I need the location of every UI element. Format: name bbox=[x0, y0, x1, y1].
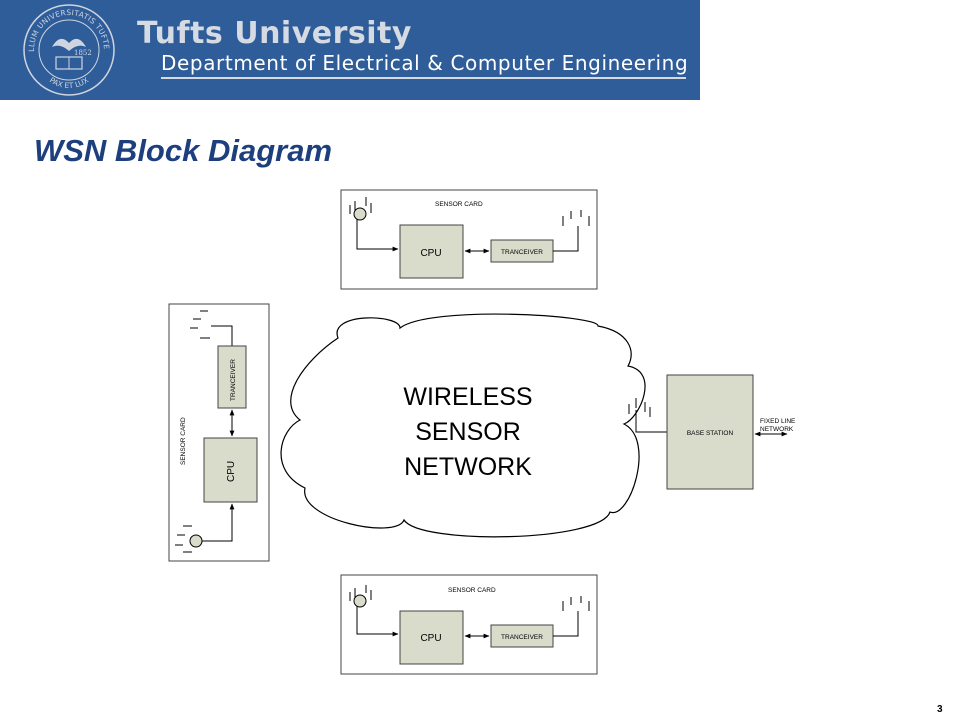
university-name: Tufts University bbox=[137, 16, 412, 51]
base-station: BASE STATION FIXED LINE NETWORK bbox=[628, 374, 796, 490]
cpu-block-left bbox=[203, 437, 258, 503]
wireless-network-cloud: WIRELESS SENSOR NETWORK bbox=[280, 313, 646, 538]
transceiver-block-left bbox=[217, 345, 247, 409]
antenna-icon bbox=[562, 596, 590, 611]
header-banner: SIGILLUM UNIVERSITATIS TUFTENSIS PAX ET … bbox=[0, 0, 700, 100]
department-underline bbox=[161, 77, 686, 79]
sensor-card-bottom-label: SENSOR CARD bbox=[448, 587, 496, 594]
svg-text:PAX ET LUX: PAX ET LUX bbox=[48, 75, 90, 90]
university-seal-logo: SIGILLUM UNIVERSITATIS TUFTENSIS PAX ET … bbox=[22, 3, 115, 96]
network-label: NETWORK bbox=[760, 426, 794, 433]
sensor-icon bbox=[175, 525, 203, 553]
fixed-line-label: FIXED LINE bbox=[760, 418, 796, 425]
base-station-block bbox=[666, 374, 754, 490]
transceiver-label-top: TRANCEIVER bbox=[501, 249, 543, 256]
transceiver-label-left: TRANCEIVER bbox=[230, 359, 237, 401]
svg-text:1852: 1852 bbox=[74, 49, 92, 57]
sensor-icon bbox=[349, 197, 372, 221]
sensor-card-bottom: SENSOR CARD CPU TRANCEIVER bbox=[340, 574, 598, 675]
antenna-icon bbox=[562, 210, 590, 226]
cloud-label-line3: NETWORK bbox=[404, 453, 532, 481]
sensor-card-left: SENSOR CARD TRANCEIVER CPU bbox=[168, 303, 270, 562]
sensor-card-left-label: SENSOR CARD bbox=[180, 417, 187, 465]
department-name: Department of Electrical & Computer Engi… bbox=[161, 51, 689, 75]
cpu-block-bottom bbox=[399, 610, 464, 665]
base-station-label: BASE STATION bbox=[687, 430, 734, 437]
sensor-card-top-label: SENSOR CARD bbox=[435, 201, 483, 208]
sensor-icon bbox=[349, 585, 372, 608]
cpu-label-left: CPU bbox=[226, 461, 237, 482]
cpu-label-top: CPU bbox=[420, 248, 441, 259]
cloud-label-line1: WIRELESS bbox=[403, 383, 532, 411]
slide-title: WSN Block Diagram bbox=[34, 133, 333, 168]
transceiver-label-bottom: TRANCEIVER bbox=[501, 634, 543, 641]
antenna-icon bbox=[190, 310, 210, 339]
cpu-block-top bbox=[399, 224, 464, 279]
page-number: 3 bbox=[937, 704, 943, 715]
antenna-icon bbox=[628, 398, 651, 417]
cloud-label-line2: SENSOR bbox=[415, 418, 521, 446]
sensor-card-top: SENSOR CARD CPU TRANCEIVER bbox=[340, 189, 598, 290]
cpu-label-bottom: CPU bbox=[420, 633, 441, 644]
